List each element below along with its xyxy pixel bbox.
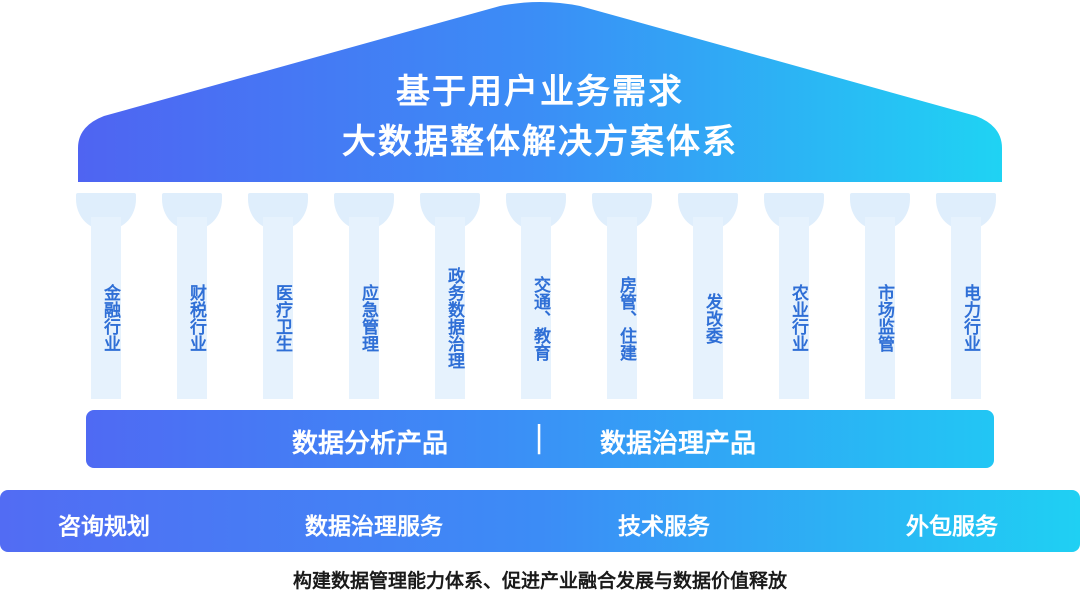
product-band: 数据分析产品 | 数据治理产品 (86, 410, 994, 468)
product-analysis: 数据分析产品 (292, 429, 449, 459)
service-consulting: 咨询规划 (58, 514, 150, 540)
column-finance: 金融行业 (76, 193, 136, 399)
column-label: 发改委 (702, 292, 722, 344)
column-agriculture: 农业行业 (764, 193, 824, 399)
product-governance: 数据治理产品 (600, 429, 757, 459)
column-label: 交通、教育 (530, 275, 550, 361)
column-shaft (91, 217, 121, 399)
column-development-reform: 发改委 (678, 193, 738, 399)
column-label: 应急管理 (358, 284, 378, 352)
column-transport-education: 交通、教育 (506, 193, 566, 399)
roof-pediment: 基于用户业务需求 大数据整体解决方案体系 (0, 0, 1080, 190)
column-label: 农业行业 (788, 284, 808, 352)
column-shaft (521, 217, 551, 399)
roof-title-line1: 基于用户业务需求 (396, 72, 684, 112)
column-shaft (951, 217, 981, 399)
footer-slogan: 构建数据管理能力体系、促进产业融合发展与数据价值释放 (292, 570, 787, 592)
column-market-regulation: 市场监管 (850, 193, 910, 399)
column-label: 金融行业 (100, 284, 120, 352)
industry-columns: 金融行业 财税行业 医疗卫生 应急管理 政务数据治理 交通、教育 (76, 193, 1004, 405)
column-government-data: 政务数据治理 (420, 193, 480, 399)
service-data-governance: 数据治理服务 (305, 514, 443, 540)
column-label: 政务数据治理 (444, 267, 464, 369)
column-label: 房管、住建 (616, 275, 636, 361)
column-shaft (177, 217, 207, 399)
column-housing: 房管、住建 (592, 193, 652, 399)
service-outsourcing: 外包服务 (906, 514, 998, 540)
service-band: 咨询规划 数据治理服务 技术服务 外包服务 (0, 490, 1080, 552)
column-power: 电力行业 (936, 193, 996, 399)
column-emergency: 应急管理 (334, 193, 394, 399)
column-shaft (607, 217, 637, 399)
column-label: 电力行业 (960, 284, 980, 352)
column-shaft (349, 217, 379, 399)
column-shaft (779, 217, 809, 399)
column-healthcare: 医疗卫生 (248, 193, 308, 399)
product-separator: | (534, 420, 545, 455)
roof-shape (78, 2, 1002, 182)
column-shaft (263, 217, 293, 399)
column-shaft (693, 217, 723, 399)
column-label: 财税行业 (186, 284, 206, 352)
column-label: 医疗卫生 (272, 284, 292, 352)
roof-title-line2: 大数据整体解决方案体系 (342, 122, 738, 162)
column-shaft (435, 217, 465, 399)
column-shaft (865, 217, 895, 399)
service-technical: 技术服务 (618, 514, 710, 540)
column-tax: 财税行业 (162, 193, 222, 399)
column-label: 市场监管 (874, 284, 894, 352)
